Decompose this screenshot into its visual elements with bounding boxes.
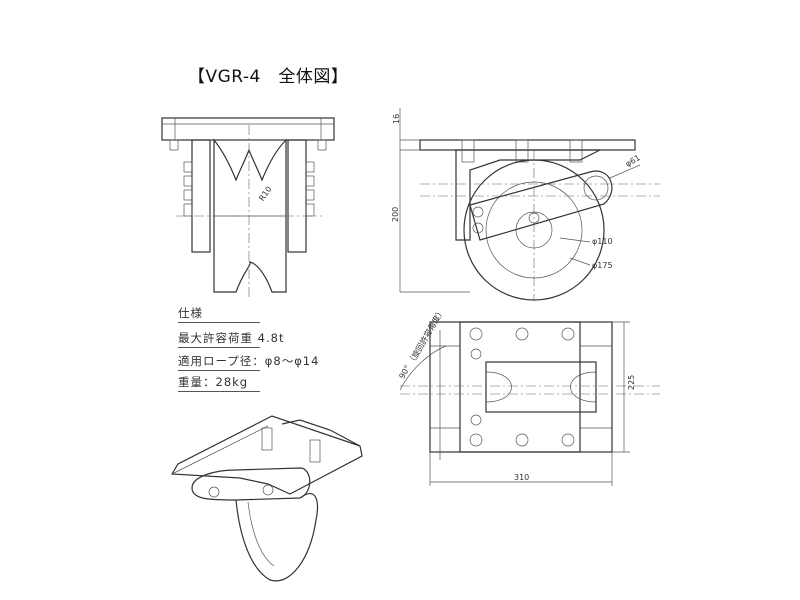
isometric-view xyxy=(170,415,363,582)
side-view: 16 200 φ61 φ110 φ175 xyxy=(391,108,660,301)
spec-divider xyxy=(178,322,260,323)
height-label: 200 xyxy=(391,207,400,222)
spec-heading: 仕様 xyxy=(178,306,203,320)
d61-label: φ61 xyxy=(624,153,642,169)
d110-label: φ110 xyxy=(592,237,613,246)
spec-divider xyxy=(178,347,260,348)
spec-rope-diameter: 適用ロープ径：φ8～φ14 xyxy=(178,354,320,368)
radius-label: R10 xyxy=(257,185,273,203)
spec-divider xyxy=(178,370,260,371)
angle-label: 90° xyxy=(397,364,412,381)
depth-label: 225 xyxy=(627,375,636,390)
d175-label: φ175 xyxy=(592,261,613,270)
drawing-title: 【VGR-4 全体図】 xyxy=(188,67,349,87)
plate-thickness-label: 16 xyxy=(392,114,401,124)
spec-max-load: 最大許容荷重 4.8t xyxy=(178,331,285,345)
spec-weight: 重量：28kg xyxy=(178,375,249,389)
width-label: 310 xyxy=(514,473,529,482)
spec-divider xyxy=(178,391,260,392)
plan-view: 225 310 90° （旋回許容角度） xyxy=(397,306,660,486)
front-view: R10 xyxy=(161,117,335,300)
